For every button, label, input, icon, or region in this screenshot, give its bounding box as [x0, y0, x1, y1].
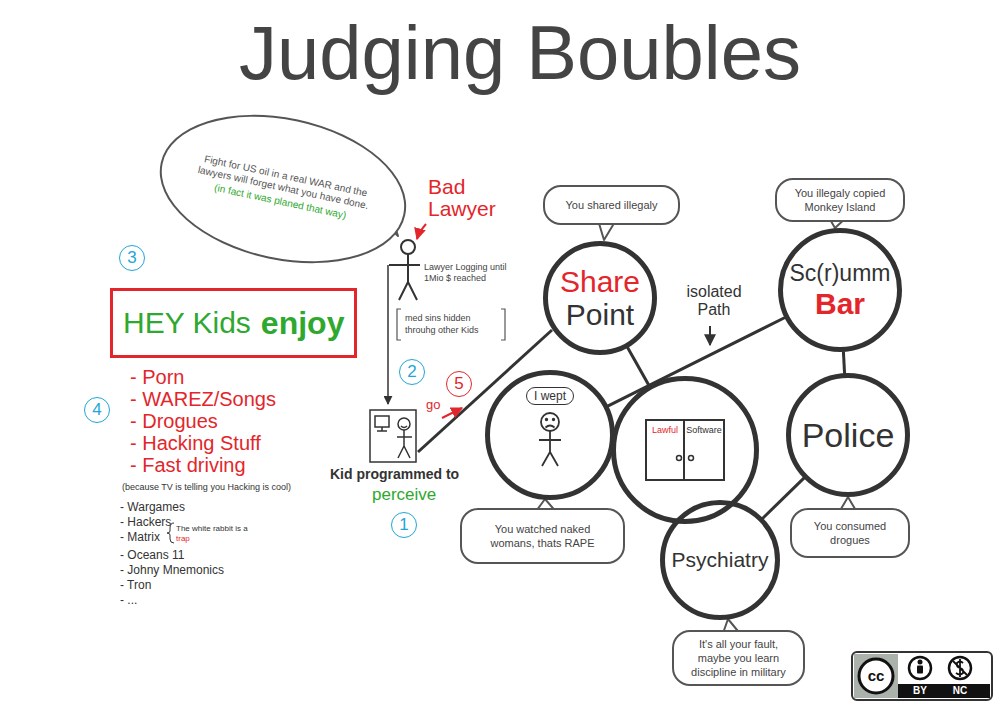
topic-circle: SharePoint: [543, 241, 657, 355]
door-knobs: [677, 456, 694, 461]
list-item: - ...: [120, 593, 137, 607]
node-text: You shared illegaly: [566, 198, 658, 212]
list-item: - WAREZ/Songs: [130, 388, 276, 410]
lawyer-label: Bad Lawyer: [428, 176, 520, 220]
node-text: Point: [566, 298, 634, 331]
note-text: The white rabbit is a: [176, 524, 248, 533]
node-text: Sc(r)umm: [790, 259, 891, 287]
node-text: Police: [802, 416, 895, 454]
connector-line: [843, 351, 844, 374]
node-text: Bar: [815, 287, 865, 321]
diagram-title: Judging Boubles: [100, 8, 940, 98]
lawyer-figure: [389, 240, 420, 300]
topic-circle: Psychiatry: [660, 500, 781, 621]
kid-caption: perceive: [372, 485, 436, 504]
node-text: enjoy: [261, 305, 345, 342]
node-text: It's all your fault, maybe you learn dis…: [684, 637, 793, 679]
node-text: Psychiatry: [672, 547, 769, 572]
license-logo: cc: [862, 667, 890, 685]
crying-figure: [539, 413, 561, 466]
license-badge: [852, 652, 992, 700]
highlight-box: HEY Kids enjoy: [110, 288, 357, 358]
node-text: Lawful: [645, 419, 685, 481]
list-item: - Porn: [130, 366, 184, 388]
accusation-bubble: You consumed drogues: [790, 508, 910, 558]
node-text: Share: [560, 265, 640, 298]
note-text: (because TV is telling you Hacking is co…: [122, 482, 291, 493]
kid-caption: Kid programmed to: [330, 466, 459, 483]
node-text: HEY Kids: [123, 306, 251, 341]
license-term: BY: [900, 685, 940, 697]
path-arrow: [709, 326, 711, 345]
note-text: med sins hidden throuhg other Kids: [401, 312, 501, 336]
topic-circle: I wept: [485, 370, 615, 500]
connector-line: [627, 347, 649, 386]
list-item: - Wargames: [120, 500, 185, 514]
topic-circle: Sc(r)ummBar: [778, 228, 903, 353]
list-item: - Oceans 11: [120, 548, 184, 562]
callout-number: 2: [399, 359, 425, 385]
go-label: go: [426, 397, 440, 412]
callout-number: 4: [84, 397, 110, 423]
note-text: trap: [176, 534, 190, 543]
license-term: NC: [940, 685, 980, 697]
node-text: You watched naked womans, thats RAPE: [472, 522, 613, 550]
accusation-bubble: It's all your fault, maybe you learn dis…: [672, 630, 805, 686]
list-item: - Matrix: [120, 530, 160, 544]
note-text: Lawyer Logging until 1Mio $ reached: [424, 262, 520, 284]
callout-number: 5: [446, 371, 472, 397]
list-item: - Tron: [120, 578, 151, 592]
list-item: - Drogues: [130, 410, 218, 432]
path-label: isolated Path: [676, 283, 752, 319]
accusation-bubble: You illegaly copied Monkey Island: [775, 178, 905, 222]
node-text: I wept: [526, 387, 574, 405]
go-arrow: [442, 408, 462, 418]
lawyer-line: [387, 265, 389, 404]
kid-figure: [370, 410, 416, 462]
callout-number: 1: [391, 512, 417, 538]
pointer-arrow: [417, 224, 426, 239]
node-text: Software: [685, 419, 725, 481]
accusation-bubble: You shared illegaly: [543, 185, 680, 225]
callout-number: 3: [119, 245, 145, 271]
node-text: You consumed drogues: [802, 519, 898, 547]
topic-circle: Police: [786, 373, 910, 497]
bracket: [397, 309, 505, 340]
node-text: You illegaly copied Monkey Island: [787, 186, 893, 214]
speech-bubble: Fight for US oil in a real WAR and the l…: [146, 94, 420, 285]
list-item: - Johny Mnemonics: [120, 563, 224, 577]
list-item: - Hacking Stuff: [130, 432, 261, 454]
list-item: - Fast driving: [130, 454, 246, 476]
list-item: - Hackers: [120, 515, 171, 529]
accusation-bubble: You watched naked womans, thats RAPE: [460, 508, 625, 564]
